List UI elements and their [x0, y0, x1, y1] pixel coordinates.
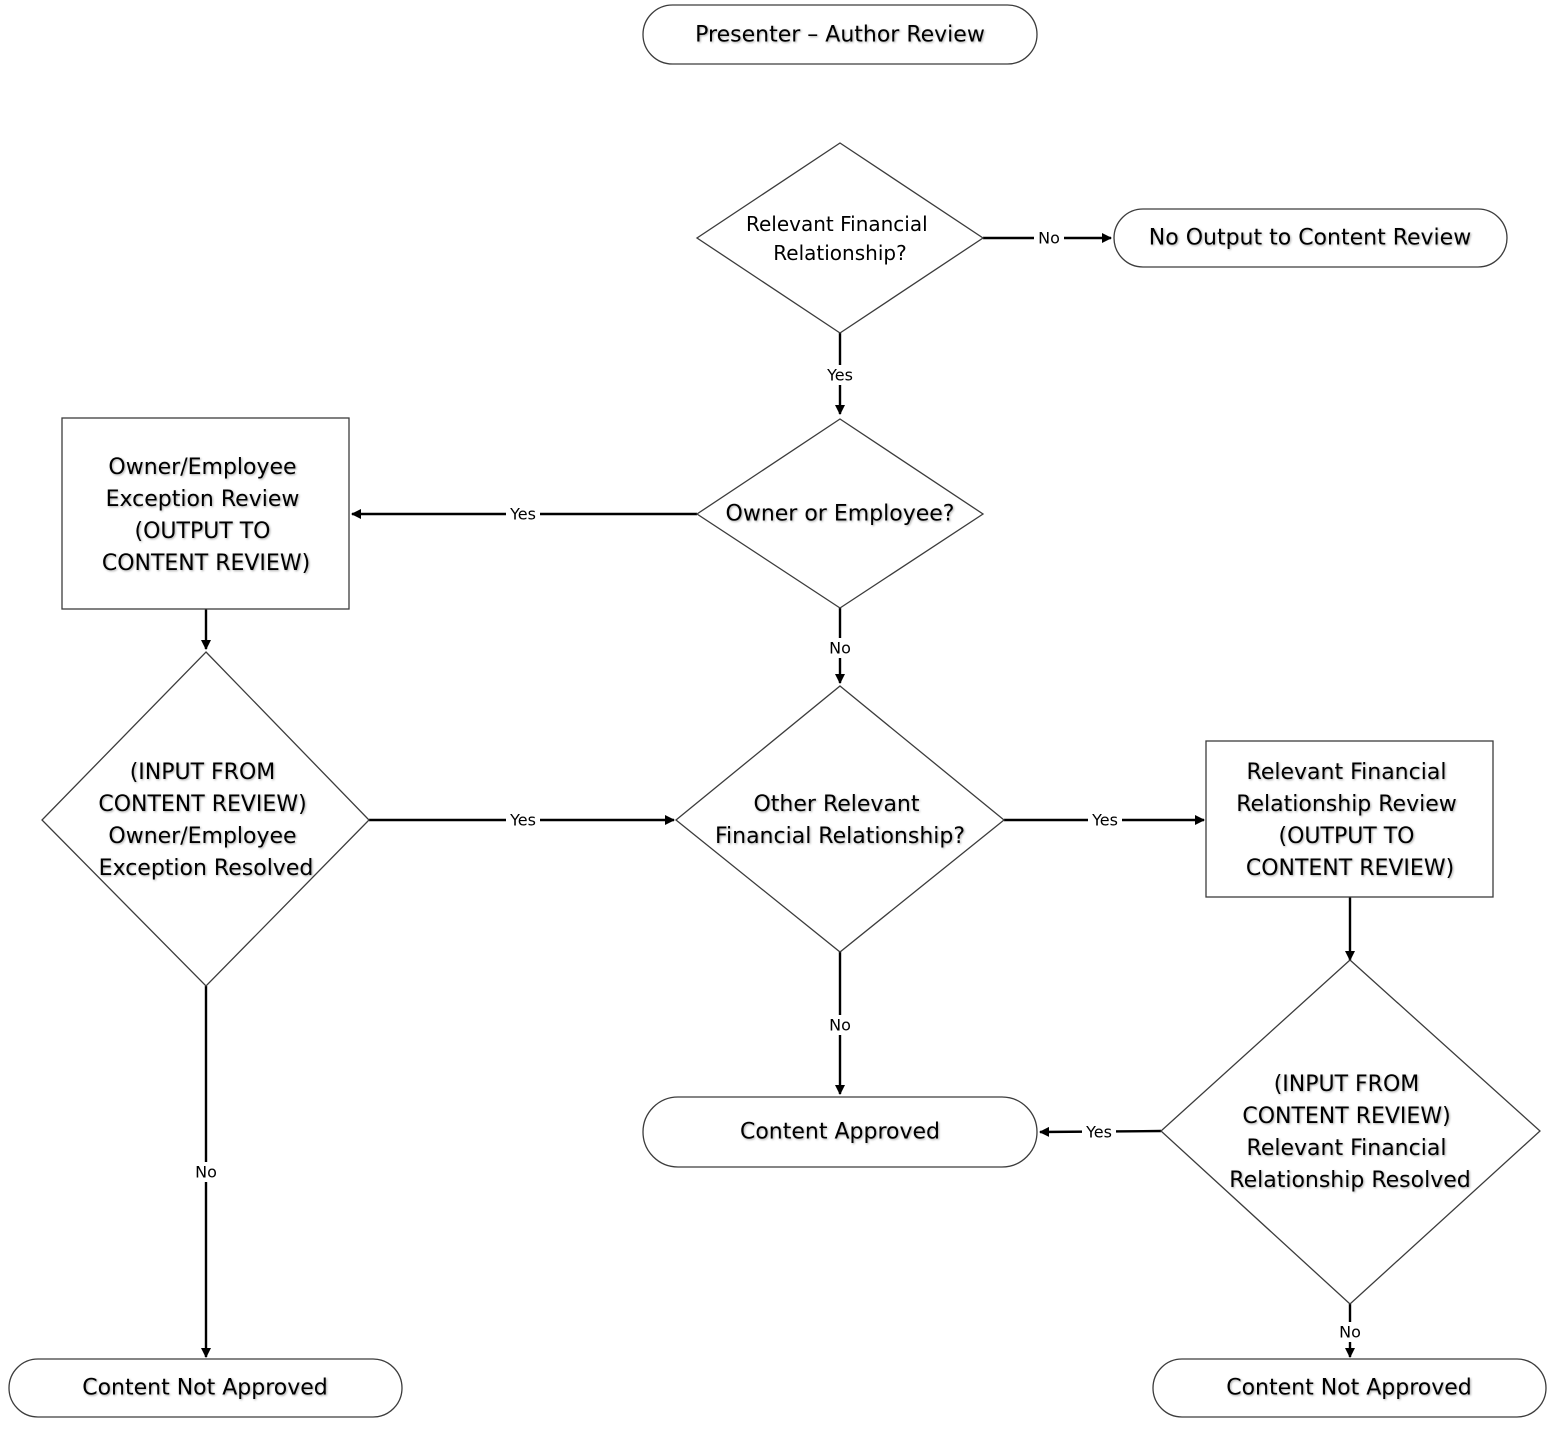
edge-label: Yes [1085, 1123, 1112, 1142]
edge-owner-employee-yes: Yes [350, 504, 697, 524]
diagram-title: Presenter – Author Review [695, 23, 985, 48]
node-label: Relevant Financial Relationship Review (… [1236, 760, 1464, 881]
edge-rfr-yes: Yes [824, 333, 858, 416]
edge-oe-resolved-yes: Yes [369, 810, 676, 830]
edge-rfr-resolved-yes: Yes [1038, 1122, 1162, 1142]
node-label: Relevant Financial Relationship? [746, 212, 934, 265]
decision-owner-employee-exception-resolved: (INPUT FROM CONTENT REVIEW) Owner/Employ… [41, 651, 370, 987]
edge-label: No [195, 1163, 217, 1182]
terminator-content-not-approved-left: Content Not Approved [8, 1358, 403, 1418]
edge-label: Yes [1091, 811, 1118, 830]
edge-owner-employee-no: No [826, 608, 856, 685]
edge-other-rfr-no: No [826, 952, 856, 1096]
edges: No Yes Yes No Yes No [191, 228, 1366, 1359]
edge-oe-resolved-no: No [191, 986, 221, 1359]
node-label: Content Approved [740, 1120, 940, 1145]
terminator-no-output: No Output to Content Review [1113, 208, 1508, 268]
edge-label: Yes [826, 366, 853, 385]
edge-label: Yes [509, 505, 536, 524]
process-relevant-financial-relationship-review: Relevant Financial Relationship Review (… [1205, 740, 1494, 898]
terminator-content-approved: Content Approved [642, 1096, 1038, 1168]
node-label: Content Not Approved [1226, 1376, 1472, 1401]
terminator-content-not-approved-right: Content Not Approved [1152, 1358, 1547, 1418]
node-label: Content Not Approved [82, 1376, 328, 1401]
decision-other-relevant-financial-relationship: Other Relevant Financial Relationship? [674, 685, 1006, 953]
title-terminator: Presenter – Author Review [642, 4, 1038, 65]
decision-owner-or-employee: Owner or Employee? [695, 418, 985, 609]
node-label: (INPUT FROM CONTENT REVIEW) Relevant Fin… [1229, 1072, 1470, 1193]
node-label: (INPUT FROM CONTENT REVIEW) Owner/Employ… [98, 760, 313, 881]
edge-label: No [1038, 229, 1060, 248]
node-label: No Output to Content Review [1149, 226, 1471, 251]
node-label: Other Relevant Financial Relationship? [715, 792, 965, 849]
edge-rfr-no: No [983, 228, 1113, 248]
decision-relevant-financial-relationship-resolved: (INPUT FROM CONTENT REVIEW) Relevant Fin… [1160, 959, 1541, 1305]
process-owner-employee-exception-review: Owner/Employee Exception Review (OUTPUT … [61, 417, 350, 610]
node-label: Owner or Employee? [726, 502, 955, 527]
edge-label: No [829, 639, 851, 658]
node-label: Owner/Employee Exception Review (OUTPUT … [102, 455, 310, 576]
decision-relevant-financial-relationship: Relevant Financial Relationship? [695, 142, 985, 334]
edge-label: Yes [509, 811, 536, 830]
edge-other-rfr-yes: Yes [1004, 810, 1206, 830]
edge-rfr-resolved-no: No [1336, 1304, 1366, 1359]
edge-label: No [829, 1016, 851, 1035]
edge-label: No [1339, 1323, 1361, 1342]
